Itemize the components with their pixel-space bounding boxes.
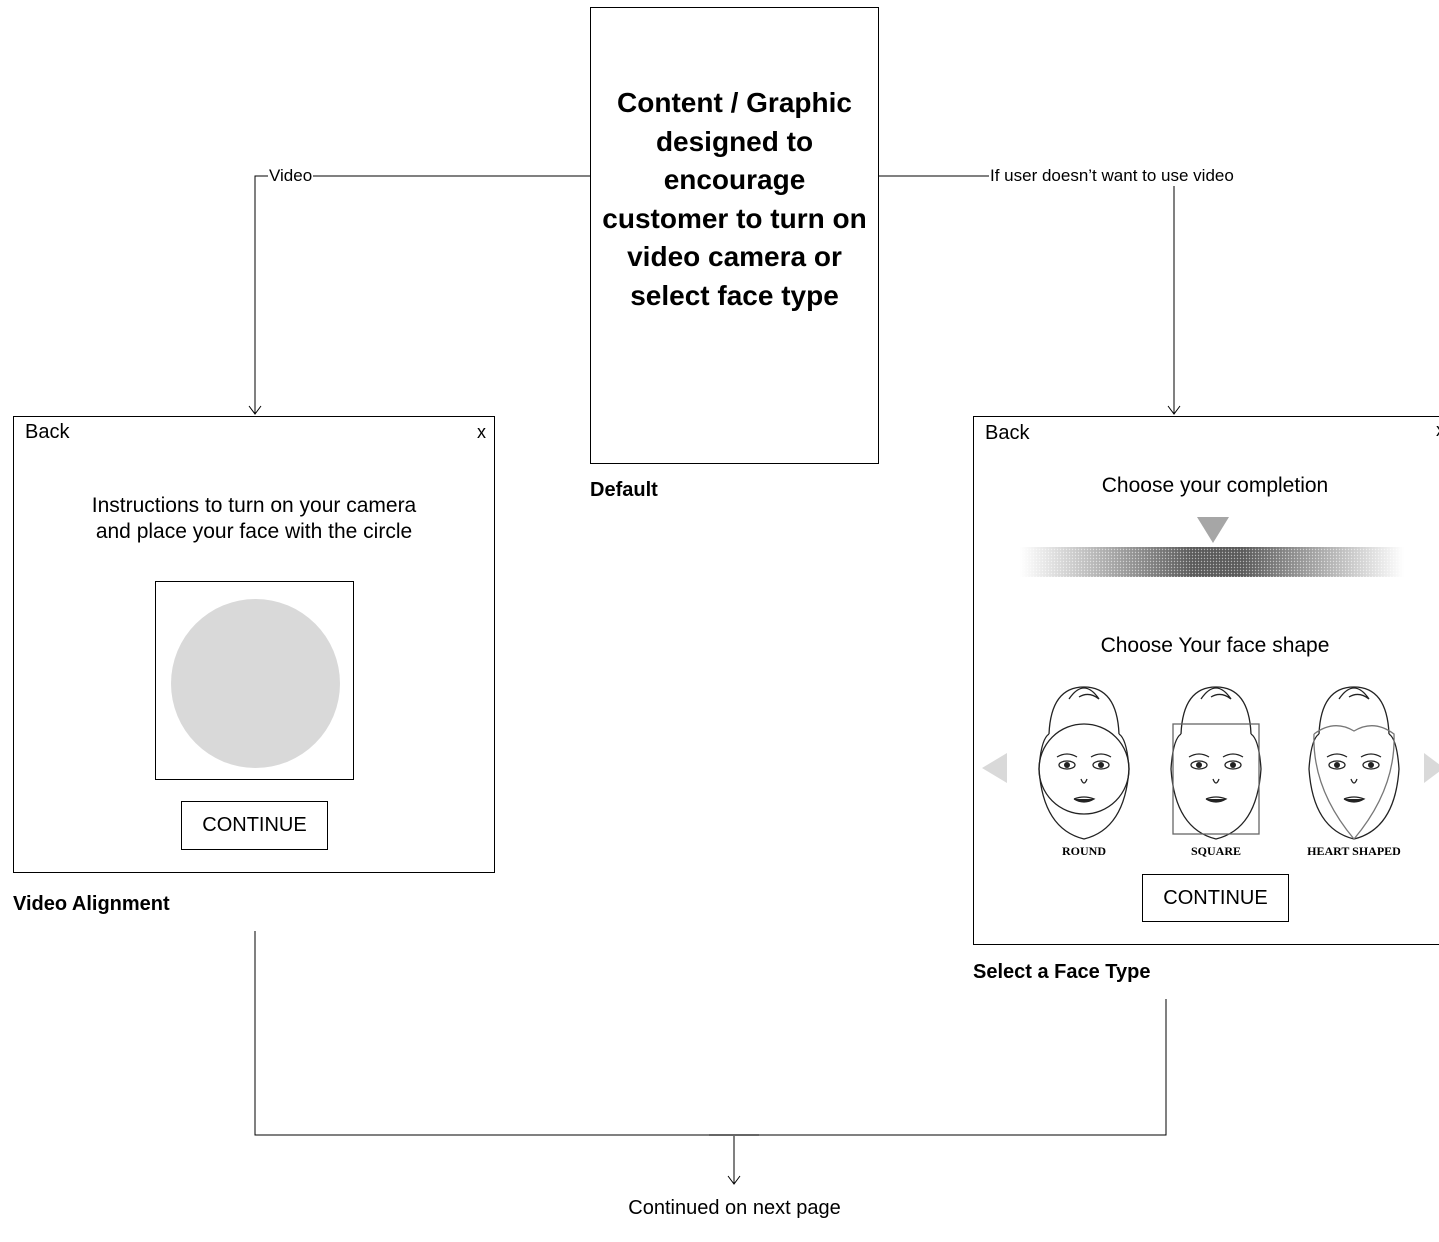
back-link[interactable]: Back <box>985 422 1030 444</box>
close-button[interactable]: x <box>477 422 486 442</box>
face-type-screen: Back x Choose your completion Choose You… <box>973 416 1439 945</box>
video-alignment-screen: Back x Instructions to turn on your came… <box>13 416 495 873</box>
continue-arrowhead <box>727 1175 741 1185</box>
instructions-line-2: and place your face with the circle <box>95 520 413 543</box>
video-alignment-caption: Video Alignment <box>13 893 170 915</box>
face-type-caption: Select a Face Type <box>973 961 1151 983</box>
camera-preview-frame <box>155 581 354 780</box>
round-face-icon <box>1038 686 1130 840</box>
video-edge-label: Video <box>268 166 314 186</box>
video-instructions: Instructions to turn on your camera and … <box>14 493 494 545</box>
video-branch-line <box>254 175 590 414</box>
carousel-left-arrow-icon[interactable] <box>982 753 1008 783</box>
video-continue-button[interactable]: CONTINUE <box>181 801 328 850</box>
default-content-text: Content / Graphic designed to encourage … <box>602 87 867 311</box>
default-caption: Default <box>590 479 658 501</box>
square-face-icon <box>1170 686 1262 840</box>
face-continue-button[interactable]: CONTINUE <box>1142 874 1289 922</box>
face-option-label: ROUND <box>1062 844 1106 858</box>
slider-pointer-icon <box>1197 517 1229 543</box>
face-alignment-circle <box>171 599 340 768</box>
video-branch-arrowhead <box>248 405 262 415</box>
continued-note: Continued on next page <box>628 1197 841 1219</box>
close-button[interactable]: x <box>1436 420 1439 441</box>
face-option-square[interactable]: SQUARE <box>1151 679 1281 859</box>
back-link[interactable]: Back <box>25 421 70 443</box>
face-option-heart[interactable]: HEART SHAPED <box>1284 679 1424 859</box>
heart-face-icon <box>1308 686 1400 841</box>
completion-heading: Choose your completion <box>1101 474 1329 497</box>
face-option-label: SQUARE <box>1190 844 1241 858</box>
face-option-label: HEART SHAPED <box>1307 844 1401 858</box>
face-shape-heading: Choose Your face shape <box>1100 634 1330 657</box>
face-option-round[interactable]: ROUND <box>1019 679 1149 859</box>
carousel-right-arrow-icon[interactable] <box>1424 753 1439 783</box>
no-video-edge-label: If user doesn’t want to use video <box>989 166 1235 186</box>
no-video-branch-arrowhead <box>1167 405 1181 415</box>
completion-slider[interactable] <box>1014 515 1404 577</box>
default-screen: Content / Graphic designed to encourage … <box>590 7 879 464</box>
instructions-line-1: Instructions to turn on your camera <box>91 494 417 517</box>
no-video-branch-line <box>878 175 1175 414</box>
